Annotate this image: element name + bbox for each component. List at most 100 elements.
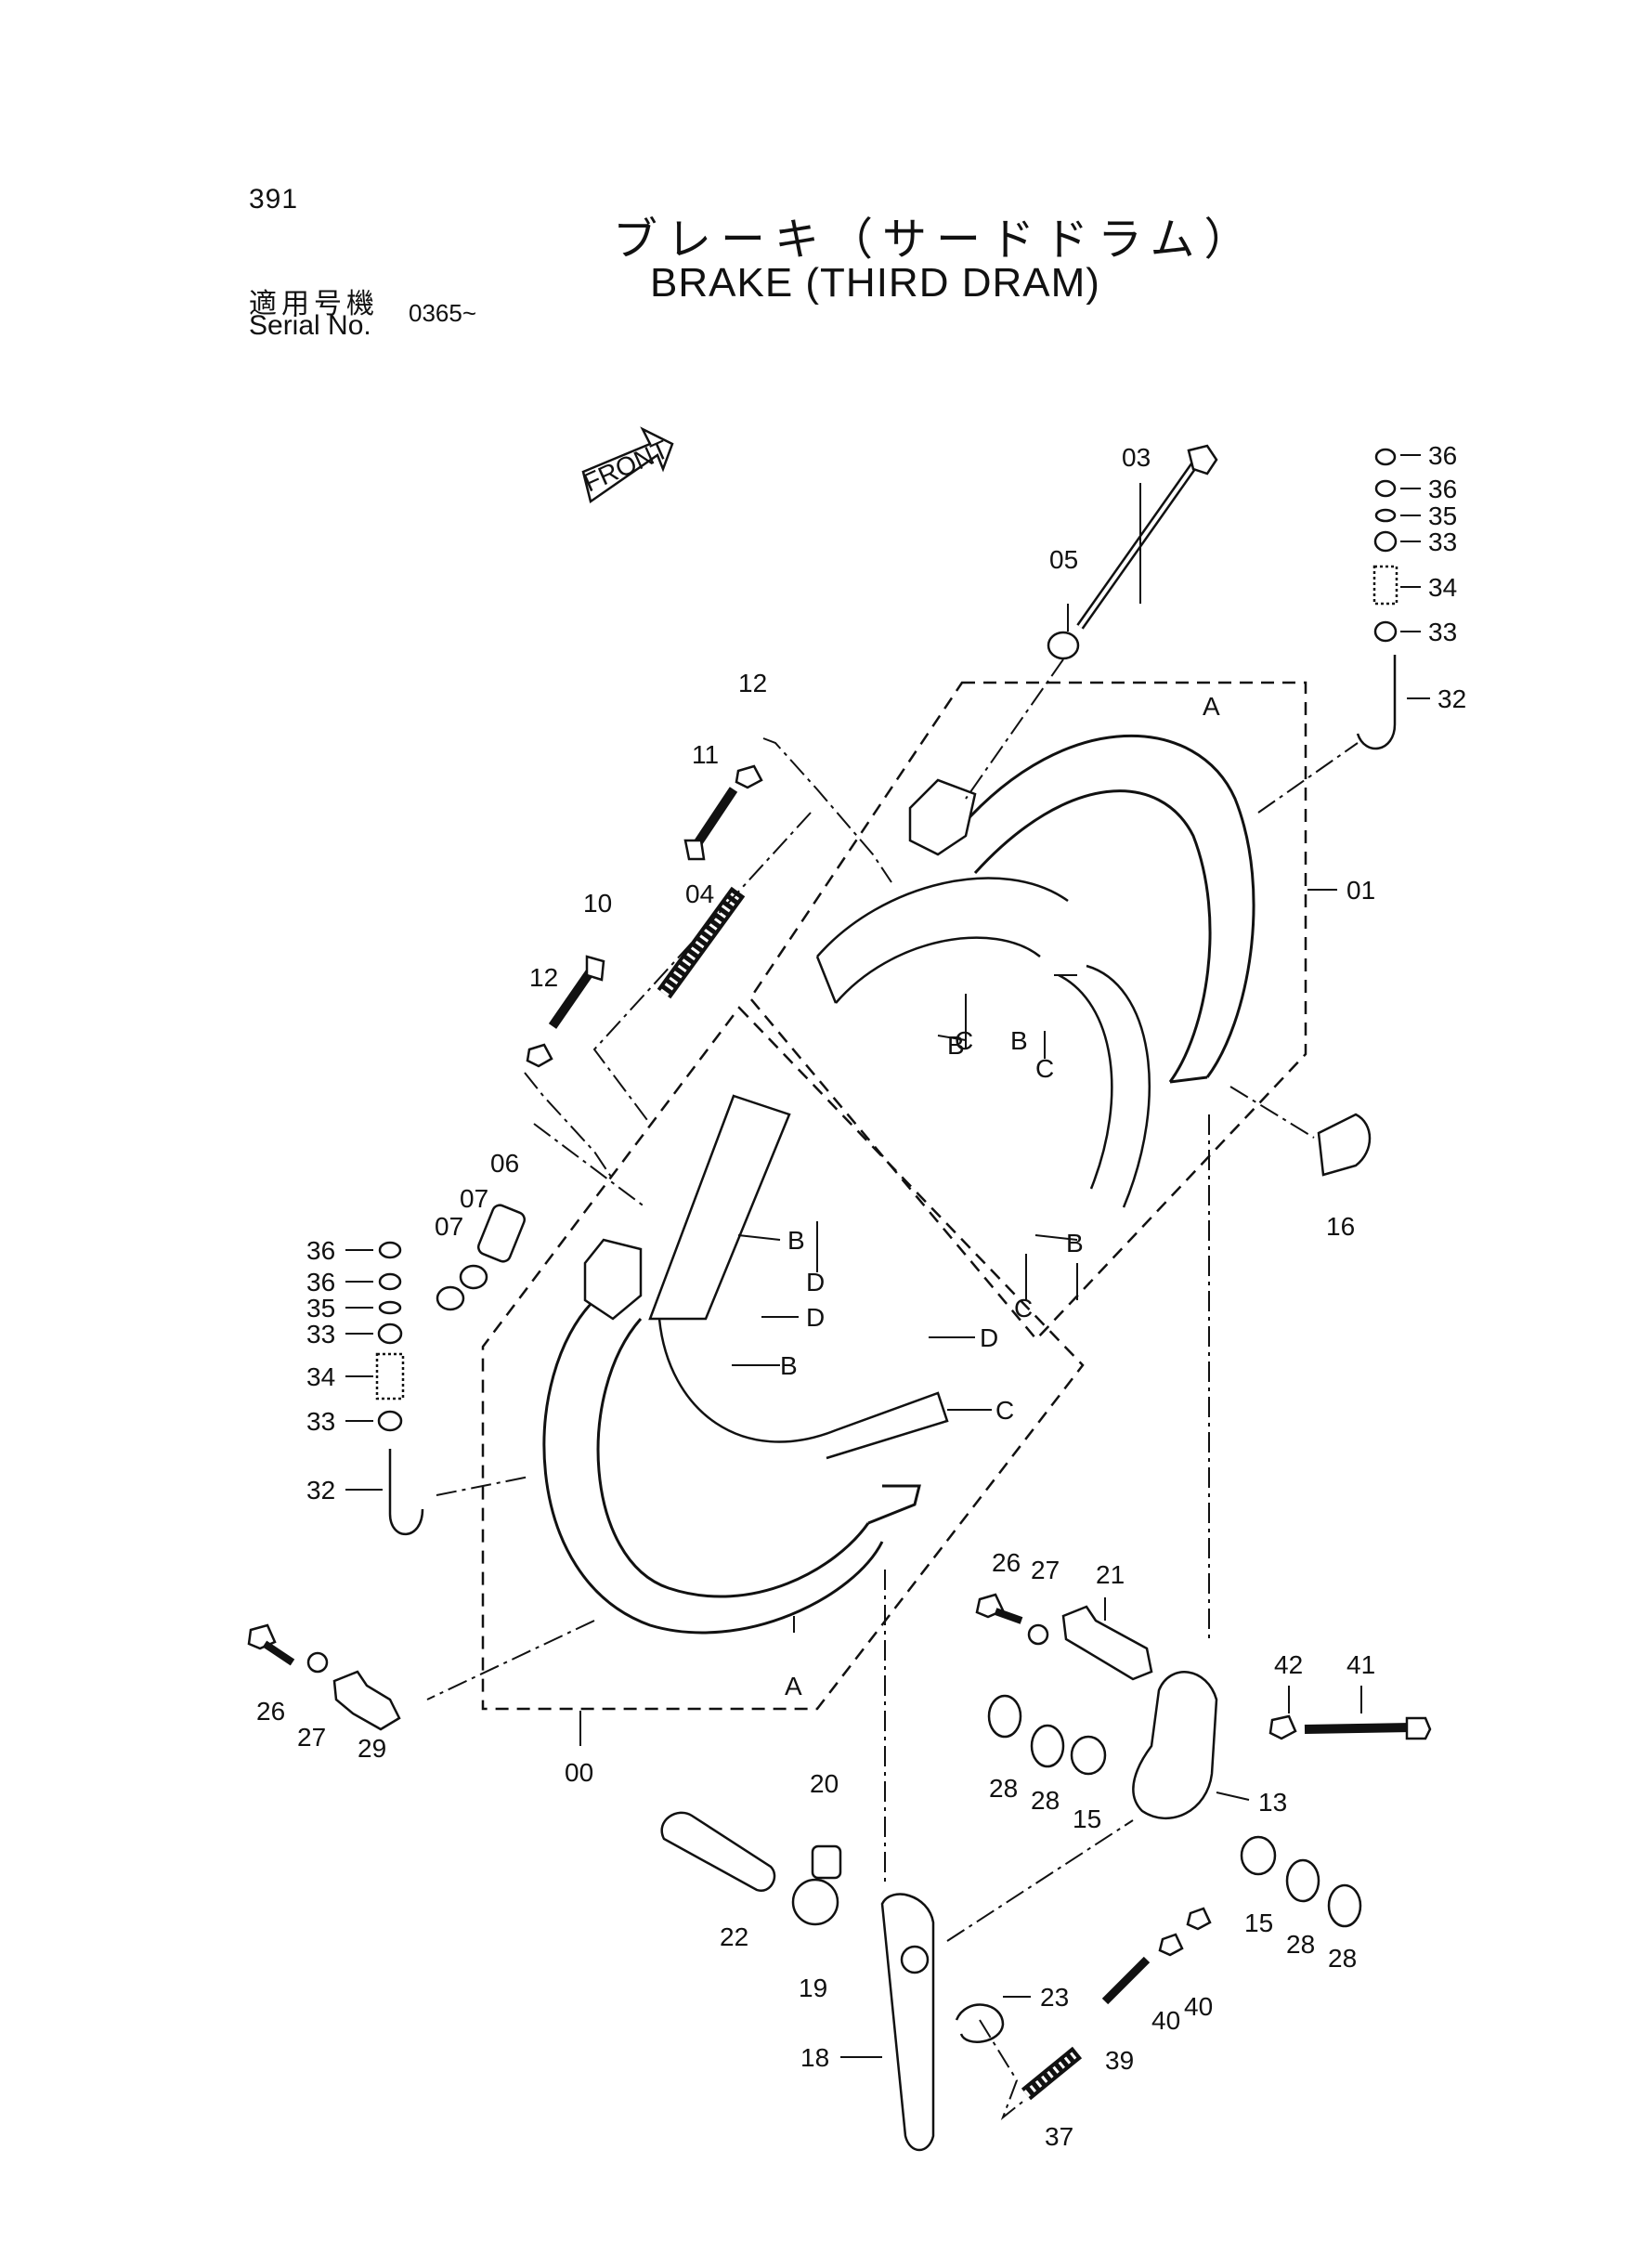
serial-value: 0365~ (409, 299, 477, 327)
clip-23 (955, 2003, 1005, 2043)
label-15a: 15 (1073, 1804, 1101, 1833)
label-36b: 36 (1428, 475, 1457, 503)
serial-label-english: Serial No. (249, 310, 371, 341)
label-28a: 28 (989, 1774, 1018, 1803)
label-07a: 07 (460, 1184, 488, 1213)
label-28b: 28 (1031, 1786, 1060, 1815)
label-33c: 33 (306, 1320, 335, 1348)
ref-B4: B (787, 1226, 805, 1255)
label-35a: 35 (1428, 502, 1457, 530)
label-12a: 12 (738, 669, 767, 697)
label-33a: 33 (1428, 528, 1457, 556)
label-42: 42 (1274, 1650, 1303, 1679)
sleeve-06 (476, 1204, 527, 1263)
ref-B3: B (1066, 1229, 1084, 1257)
right-spring-stack (1356, 448, 1398, 750)
label-35b: 35 (306, 1294, 335, 1322)
label-07b: 07 (435, 1212, 463, 1241)
label-26a: 26 (256, 1697, 285, 1726)
ref-D3: D (980, 1323, 998, 1352)
label-01: 01 (1346, 876, 1375, 905)
upper-brake-lining (815, 877, 1151, 1208)
label-34a: 34 (1428, 573, 1457, 602)
washer-28a (987, 1694, 1022, 1739)
label-23: 23 (1040, 1983, 1069, 2012)
ref-C1: C (955, 1026, 973, 1055)
label-39: 39 (1105, 2046, 1134, 2075)
label-33b: 33 (1428, 618, 1457, 646)
nut-40a (1158, 1933, 1184, 1957)
bolt-03 (1076, 444, 1218, 630)
label-29: 29 (358, 1734, 386, 1763)
label-04: 04 (685, 879, 714, 908)
ref-C2: C (1035, 1054, 1054, 1083)
label-28c: 28 (1286, 1930, 1315, 1959)
washer-28d (1327, 1883, 1362, 1928)
label-28d: 28 (1328, 1944, 1357, 1973)
bolt-41 (1304, 1716, 1432, 1740)
upper-assembly-outline (748, 681, 1307, 1341)
bolt-11 (683, 787, 738, 861)
ref-B5: B (780, 1351, 798, 1380)
label-06: 06 (490, 1149, 519, 1178)
lower-assembly-outline (481, 1006, 1085, 1711)
label-27b: 27 (1031, 1556, 1060, 1584)
ref-C4: C (995, 1396, 1014, 1425)
bushing-19 (791, 1878, 839, 1926)
label-37: 37 (1045, 2122, 1073, 2151)
left-spring-stack (375, 1241, 424, 1536)
nut-40b (1186, 1907, 1212, 1931)
label-27a: 27 (297, 1723, 326, 1752)
bolt-10 (548, 955, 605, 1029)
pin-22 (660, 1811, 776, 1893)
label-13: 13 (1258, 1788, 1287, 1817)
ref-B2: B (1010, 1026, 1028, 1055)
upper-brake-band (959, 734, 1255, 1084)
bushing-15b (1240, 1835, 1277, 1876)
label-40b: 40 (1184, 1992, 1213, 2021)
label-20: 20 (810, 1769, 839, 1798)
label-12b: 12 (529, 963, 558, 992)
ref-A1: A (1203, 692, 1220, 721)
label-34b: 34 (306, 1362, 335, 1391)
label-21: 21 (1096, 1560, 1125, 1589)
leader-lines (426, 658, 1359, 2121)
ref-D1: D (806, 1268, 825, 1296)
label-10: 10 (583, 889, 612, 918)
label-00: 00 (565, 1758, 593, 1787)
ref-C3: C (1014, 1294, 1033, 1322)
nut-07b (436, 1285, 465, 1311)
label-26b: 26 (992, 1548, 1021, 1577)
label-22: 22 (720, 1922, 748, 1951)
nut-12-lower (526, 1043, 553, 1068)
label-36c: 36 (306, 1236, 335, 1265)
label-36d: 36 (306, 1268, 335, 1296)
label-16: 16 (1326, 1212, 1355, 1241)
label-33d: 33 (306, 1407, 335, 1436)
arm-18-hole (900, 1945, 930, 1974)
bushing-20 (811, 1844, 842, 1880)
label-32b: 32 (306, 1476, 335, 1505)
spring-37 (1021, 2046, 1083, 2101)
callout-labels: 01 00 03 04 05 06 07 07 10 11 12 12 13 1… (256, 441, 1466, 2151)
washer-28c (1285, 1858, 1320, 1903)
title-japanese: ブレーキ（サードドラム） (613, 214, 1258, 266)
label-05: 05 (1049, 545, 1078, 574)
label-03: 03 (1122, 443, 1151, 472)
label-19: 19 (799, 1974, 827, 2002)
title-english: BRAKE (THIRD DRAM) (650, 260, 1100, 306)
cap-05 (1047, 631, 1080, 660)
upper-band-bracket (908, 778, 977, 856)
label-32a: 32 (1437, 684, 1466, 713)
nut-07a (459, 1264, 488, 1290)
pin-21-assembly (975, 1593, 1153, 1681)
pin-29-assembly (247, 1623, 401, 1731)
serial-label-japanese: 適用号機 (249, 288, 379, 320)
label-40a: 40 (1151, 2006, 1180, 2035)
ref-D2: D (806, 1303, 825, 1332)
label-15b: 15 (1244, 1909, 1273, 1937)
front-label: FRONT (579, 435, 673, 498)
ref-B1: B (947, 1031, 965, 1060)
lever-13 (1132, 1671, 1218, 1820)
lower-brake-band (542, 1298, 921, 1635)
